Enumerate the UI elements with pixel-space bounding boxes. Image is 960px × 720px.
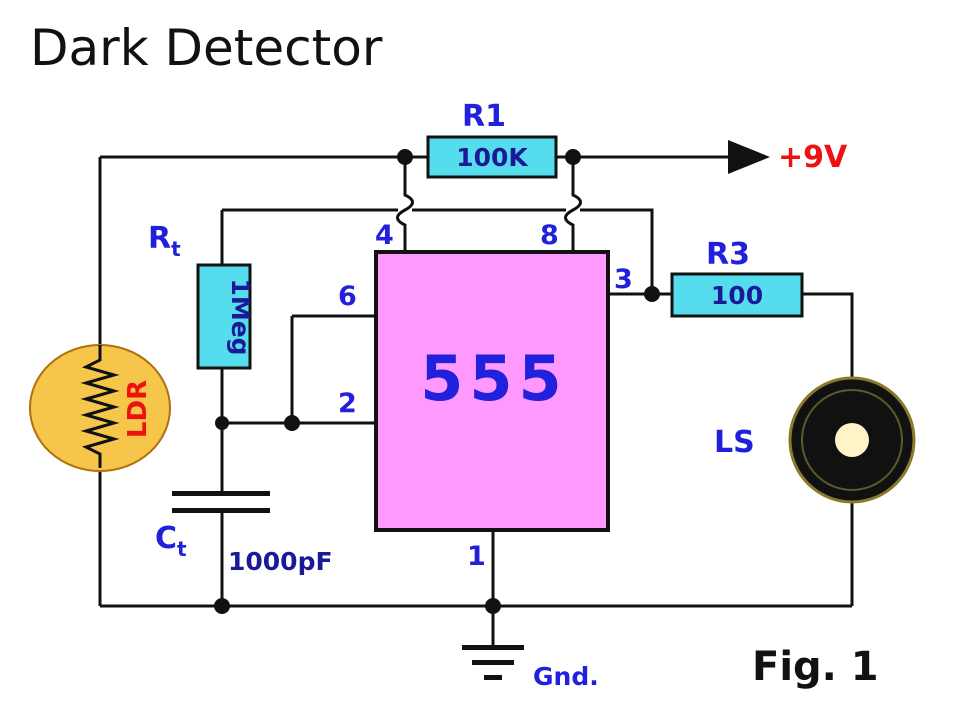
ic-555-label: 555 [420, 342, 567, 415]
r1-resistor [426, 135, 558, 179]
pin-4-label: 4 [375, 220, 394, 251]
pin-8-label: 8 [540, 220, 559, 251]
ct-value: 1000pF [228, 547, 333, 576]
ic-555-body [374, 250, 610, 532]
r3-value: 100 [711, 281, 763, 310]
rt-resistor [196, 263, 252, 370]
pin-1-label: 1 [467, 541, 486, 572]
pin-3-label: 3 [614, 264, 633, 295]
ground-icon [462, 645, 524, 680]
rt-value: 1Meg [226, 278, 255, 355]
supply-arrow-icon [728, 140, 770, 174]
ct-label: Ct [155, 521, 187, 561]
r1-value: 100K [456, 143, 529, 172]
supply-label: +9V [778, 140, 848, 175]
ground-label: Gnd. [533, 662, 599, 691]
r3-resistor [670, 272, 804, 318]
speaker-icon [788, 376, 916, 504]
junction-dots [214, 149, 660, 614]
pin-6-label: 6 [338, 281, 357, 312]
r3-label: R3 [706, 237, 750, 272]
figure-label: Fig. 1 [752, 644, 879, 690]
pin-2-label: 2 [338, 388, 357, 419]
rt-label: Rt [148, 221, 181, 261]
speaker-label: LS [714, 425, 755, 460]
r1-label: R1 [462, 99, 506, 134]
diagram-title: Dark Detector [30, 19, 383, 77]
ldr-label: LDR [123, 380, 153, 438]
ct-capacitor [172, 491, 270, 513]
ldr-sensor [29, 344, 171, 472]
